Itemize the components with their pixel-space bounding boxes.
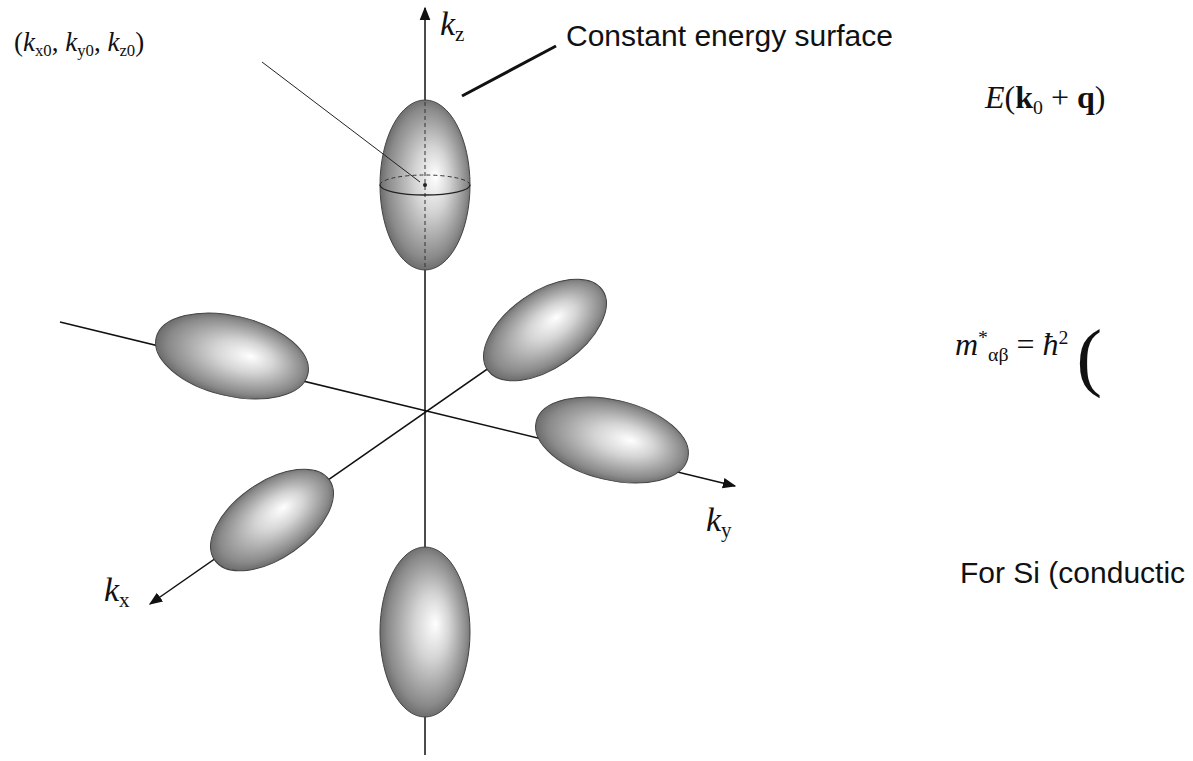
valley-ellipsoid	[147, 299, 317, 413]
coordinate-label: (kx0, ky0, kz0)	[14, 26, 144, 58]
valley-ellipsoid	[193, 449, 351, 592]
caption-text: For Si (conductic	[960, 555, 1185, 591]
callout-label: Constant energy surface	[566, 18, 893, 54]
axis-label: kx	[104, 570, 130, 611]
axis-label: ky	[706, 500, 732, 541]
formula: E(k0 + q)	[985, 78, 1105, 116]
leader-line	[462, 46, 556, 96]
leader-line	[262, 62, 420, 182]
axis-label: kz	[440, 4, 464, 45]
formula: m*αβ = ħ2 (	[955, 325, 1102, 363]
valley-ellipsoid	[527, 383, 697, 497]
valley-ellipsoid	[380, 547, 470, 717]
valley-ellipsoid	[466, 259, 624, 402]
valley-center	[423, 183, 427, 187]
valley-ellipsoid	[380, 100, 470, 270]
